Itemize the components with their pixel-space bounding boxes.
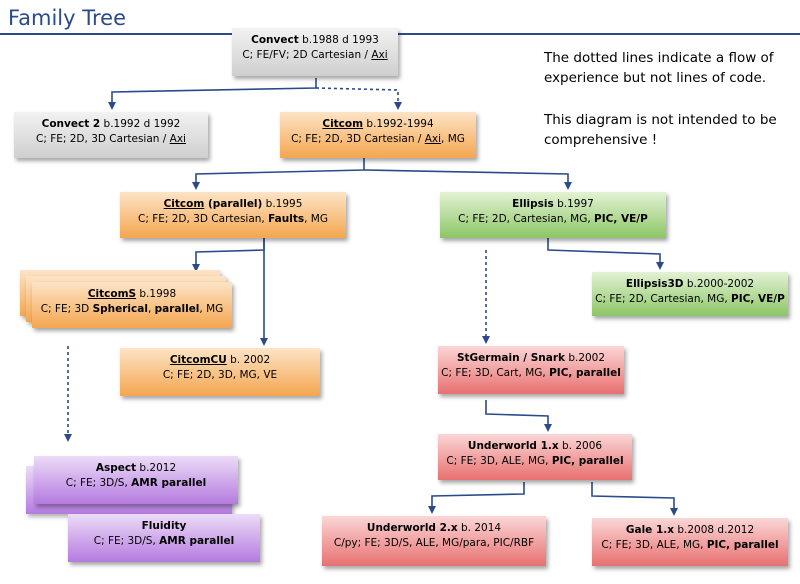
note-line: The dotted lines indicate a flow of	[544, 50, 774, 66]
node-desc-bold: PIC, VE/P	[594, 213, 648, 225]
node-gale: Gale 1.x b.2008 d.2012 C; FE; 3D, ALE, M…	[592, 518, 788, 566]
node-name: StGermain / Snark	[456, 352, 565, 364]
node-desc-bold: Spherical	[92, 303, 148, 315]
node-name-tail: (parallel)	[204, 198, 263, 210]
link-ellipsis-ellipsis3d	[547, 238, 664, 270]
node-name: CitcomS	[87, 288, 137, 300]
node-name: Convect 2	[41, 118, 101, 130]
node-name: Citcom	[163, 198, 205, 210]
node-desc: C; FE; 3D/S,	[65, 477, 132, 489]
node-name: Ellipsis3D	[625, 278, 684, 290]
link-convect-convect2	[108, 78, 317, 110]
node-desc-tail: , MG	[441, 133, 465, 145]
node-desc: C; FE; 2D, 3D, MG, VE	[162, 369, 278, 381]
link-citcom-citcompar	[192, 158, 365, 190]
node-underworld1: Underworld 1.x b. 2006 C; FE; 3D, ALE, M…	[438, 434, 632, 480]
link-convect-citcom	[315, 87, 402, 110]
node-dates: b. 2002	[226, 354, 271, 366]
node-dates: b.1992 d 1992	[100, 118, 181, 130]
note-line: This diagram is not intended to be	[544, 112, 777, 128]
node-desc: C; FE; 3D	[40, 303, 93, 315]
link-citcom-ellipsis	[363, 169, 572, 190]
node-desc: C; FE; 2D, Cartesian, MG,	[595, 293, 732, 305]
node-ellipsis3d: Ellipsis3D b.2000-2002 C; FE; 2D, Cartes…	[592, 272, 788, 316]
node-desc-bold: AMR parallel	[159, 535, 235, 547]
link-uw1-gale	[591, 482, 678, 516]
node-name: Underworld 1.x	[467, 440, 559, 452]
node-dates: b.1988 d 1993	[298, 34, 379, 46]
node-desc-bold-2: parallel	[154, 303, 200, 315]
node-desc: C; FE; 2D, 3D Cartesian,	[138, 213, 269, 225]
node-name: CitcomCU	[169, 354, 227, 366]
node-desc-underlined: Axi	[371, 49, 388, 61]
node-desc-bold: AMR parallel	[131, 477, 207, 489]
note-not-comprehensive: This diagram is not intended to be compr…	[544, 110, 777, 150]
node-desc-bold: Faults	[268, 213, 305, 225]
note-line: comprehensive !	[544, 132, 658, 148]
node-dates: b.2000-2002	[683, 278, 755, 290]
node-name: Citcom	[322, 118, 364, 130]
node-dates: b.1992-1994	[363, 118, 434, 130]
node-desc: C; FE; 3D/S,	[93, 535, 160, 547]
node-name: Gale 1.x	[625, 524, 675, 536]
node-desc: C/py; FE; 3D/S, ALE, MG/para, PIC/RBF	[333, 537, 535, 549]
note-dotted-lines: The dotted lines indicate a flow of expe…	[544, 48, 774, 88]
node-desc-mid: ,	[147, 303, 155, 315]
link-uw1-uw2	[428, 482, 525, 514]
node-dates: b. 2006	[558, 440, 603, 452]
node-convect: Convect b.1988 d 1993 C; FE/FV; 2D Carte…	[232, 28, 398, 76]
node-dates: b.1998	[136, 288, 177, 300]
node-desc-underlined: Axi	[424, 133, 442, 145]
node-stgermain: StGermain / Snark b.2002 C; FE; 3D, Cart…	[438, 346, 624, 394]
node-citcoms: CitcomS b.1998 C; FE; 3D Spherical, para…	[32, 282, 232, 328]
node-dates: b.2008 d.2012	[674, 524, 755, 536]
node-dates: b.1995	[262, 198, 303, 210]
node-dates: b.2002	[564, 352, 606, 364]
node-citcomcu: CitcomCU b. 2002 C; FE; 2D, 3D, MG, VE	[120, 348, 320, 396]
node-desc: C; FE; 3D, ALE, MG,	[601, 539, 707, 551]
node-desc-bold: PIC, parallel	[706, 539, 779, 551]
node-name: Aspect	[95, 462, 137, 474]
node-desc-bold: PIC, VE/P	[731, 293, 785, 305]
node-name: Convect	[251, 34, 299, 46]
node-desc: C; FE; 2D, 3D Cartesian /	[291, 133, 425, 145]
node-desc-bold: PIC, parallel	[549, 367, 621, 379]
node-dates: b.1997	[553, 198, 594, 210]
node-desc-bold: PIC, parallel	[551, 455, 624, 467]
node-desc-underlined: Axi	[169, 133, 186, 145]
node-dates: b.2012	[136, 462, 177, 474]
node-aspect: Aspect b.2012 C; FE; 3D/S, AMR parallel	[34, 456, 238, 504]
note-line: experience but not lines of code.	[544, 70, 767, 86]
node-name: Underworld 2.x	[366, 522, 458, 534]
node-citcom-parallel: Citcom (parallel) b.1995 C; FE; 2D, 3D C…	[120, 192, 346, 238]
node-desc: C; FE; 2D, Cartesian, MG,	[458, 213, 595, 225]
link-citcompar-citcoms	[192, 238, 265, 272]
node-underworld2: Underworld 2.x b. 2014 C/py; FE; 3D/S, A…	[322, 516, 546, 566]
node-desc: C; FE; 3D, Cart, MG,	[441, 367, 550, 379]
page-title: Family Tree	[8, 6, 127, 30]
link-stgermain-uw1	[485, 400, 552, 432]
node-convect2: Convect 2 b.1992 d 1992 C; FE; 2D, 3D Ca…	[14, 112, 208, 158]
node-citcom: Citcom b.1992-1994 C; FE; 2D, 3D Cartesi…	[280, 112, 476, 158]
node-desc-tail: , MG	[304, 213, 328, 225]
node-name: Fluidity	[141, 520, 187, 532]
node-dates: b. 2014	[457, 522, 502, 534]
node-desc: C; FE/FV; 2D Cartesian /	[242, 49, 372, 61]
node-ellipsis: Ellipsis b.1997 C; FE; 2D, Cartesian, MG…	[440, 192, 666, 238]
node-desc: C; FE; 2D, 3D Cartesian /	[36, 133, 170, 145]
title-rule	[0, 33, 800, 35]
node-desc: C; FE; 3D, ALE, MG,	[446, 455, 552, 467]
node-desc-tail: , MG	[199, 303, 224, 315]
node-name: Ellipsis	[512, 198, 554, 210]
node-fluidity: Fluidity C; FE; 3D/S, AMR parallel	[68, 514, 260, 562]
